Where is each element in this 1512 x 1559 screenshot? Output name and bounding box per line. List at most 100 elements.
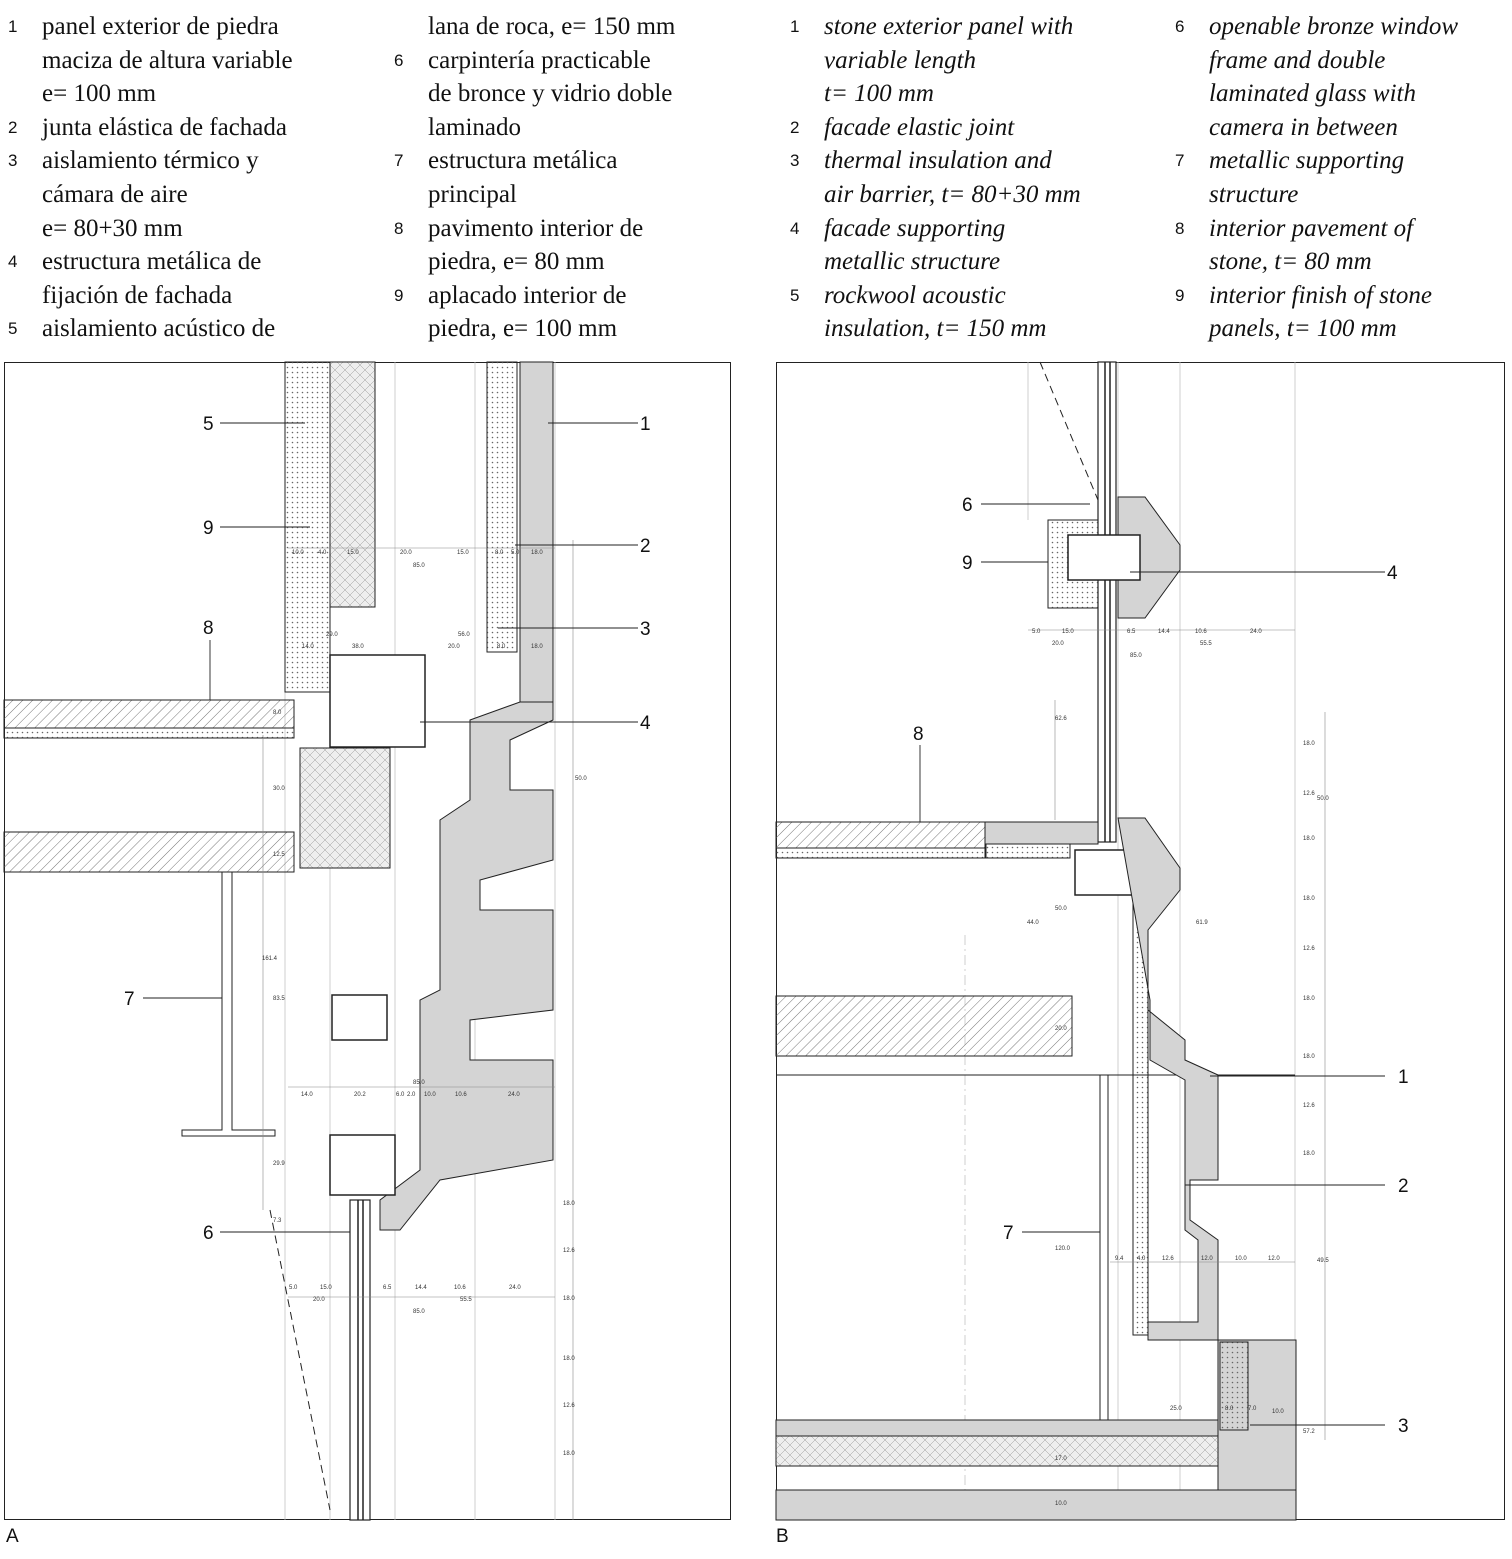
dimension-label: 18.0 [1303,1054,1315,1060]
dimension-label: 85.0 [413,1080,425,1086]
dimension-label: 24.0 [509,1285,521,1291]
callout-b-4: 4 [1387,563,1398,584]
dimension-label: 12.6 [1303,946,1315,952]
callout-b-1: 1 [1398,1067,1409,1088]
dimension-label: 55.5 [460,1297,472,1303]
callout-a-4: 4 [640,713,651,734]
legend-item-number: 1 [8,17,18,36]
dimension-label: 6.5 [383,1285,392,1291]
legend-item: 9 aplacado interior de piedra, e= 100 mm [394,279,734,346]
legend-item-number: 8 [394,218,404,238]
dimension-label: 50.0 [1317,796,1329,802]
legend-item-text: lana de roca, e= 150 mm [428,13,676,40]
dimension-label: 18.0 [531,550,543,556]
dimension-label: 85.0 [413,563,425,569]
dimension-label: 12.6 [563,1248,575,1254]
dimension-label: 10.0 [292,550,304,556]
dimension-label: 18.0 [531,644,543,650]
floor-pavement-a [3,699,295,729]
dimension-label: 8.0 [1225,1406,1234,1412]
dimension-label: 18.0 [563,1451,575,1457]
callout-a-9: 9 [203,518,214,539]
dimension-label: 10.0 [1235,1256,1247,1262]
legend-item-number: 6 [1175,17,1185,36]
legend-item-text: aislamiento térmico y cámara de aire e= … [42,147,259,242]
exterior-stone-top [519,361,554,703]
callouts-b: 6 9 8 7 4 1 2 3 [913,495,1409,1437]
dimension-label: 14.4 [1158,629,1170,635]
legend-item-text: pavimento interior de piedra, e= 80 mm [428,214,644,276]
legend-item-text: estructura metálica principal [428,147,618,208]
dimension-label: 29.9 [273,1161,285,1167]
dimension-label: 17.0 [1055,1456,1067,1462]
dimension-label: 18.0 [563,1356,575,1362]
dimension-label: 85.0 [1130,653,1142,659]
dimension-label: 18.0 [563,1296,575,1302]
legend-item-text: junta elástica de fachada [42,113,287,141]
leader-lines-a [143,422,638,1233]
dimension-label: 49.5 [1317,1258,1329,1264]
callout-b-3: 3 [1398,1416,1409,1437]
legend-item-text: aplacado interior de piedra, e= 100 mm [428,281,627,343]
dimension-label: 14.0 [302,644,314,650]
detail-a-drawing [3,361,638,1521]
legend-item-text: openable bronze window frame and double … [1209,13,1459,141]
legend-item-text: facade elastic joint [824,113,1015,141]
legend-item-number: 4 [8,252,18,272]
dimension-label: 12.0 [1201,1256,1213,1262]
dimension-label: 12.6 [1162,1256,1174,1262]
legend-item-number: 5 [790,285,800,305]
dimension-label: 20.0 [313,1297,325,1303]
dimension-label: 5.0 [1032,629,1041,635]
legend-item-text: panel exterior de piedra maciza de altur… [42,13,293,108]
dimension-label: 10.0 [1055,1501,1067,1507]
callout-a-8: 8 [203,618,214,639]
dimension-label: 50.0 [575,776,587,782]
stone-cap-upper-b [1117,496,1181,619]
callout-a-7: 7 [124,989,135,1010]
dimension-label: 4.0 [1137,1256,1146,1262]
dimension-label: 50.0 [1055,906,1067,912]
dimension-label: 10.6 [454,1285,466,1291]
dimension-label: 161.4 [262,956,278,962]
dimension-label: 57.2 [1303,1429,1315,1435]
legend-item-number: 9 [394,285,404,305]
dimension-label: 18.0 [1303,996,1315,1002]
dimension-label: 15.0 [320,1285,332,1291]
dimension-label: 10.0 [424,1092,436,1098]
dimension-label: 38.0 [352,644,364,650]
legend-english-column-2: 6 openable bronze window frame and double… [1175,10,1510,346]
legend-item-number: 2 [790,117,800,137]
exterior-stone-profile-b [1117,817,1219,1341]
callout-b-2: 2 [1398,1176,1409,1197]
window-frame-a [349,1199,371,1521]
thermal-insulation-top [486,361,518,653]
floor-slab-a [3,831,295,873]
dimension-label: 7.0 [1248,1406,1257,1412]
legend-item-text: rockwool acoustic insulation, t= 150 mm [824,281,1047,343]
dimension-label: 10.6 [1195,629,1207,635]
dimension-label: 8.0 [497,644,506,650]
window-frame-b [1097,361,1117,843]
callout-a-2: 2 [640,536,651,557]
legend-item: 6 openable bronze window frame and double… [1175,10,1510,144]
legend-item-text: stone exterior panel with variable lengt… [824,13,1074,108]
callout-a-3: 3 [640,619,651,640]
legend-spanish-column-1: 1 panel exterior de piedra maciza de altu… [8,10,378,346]
legend-item-text: interior finish of stone panels, t= 100 … [1209,281,1432,343]
dimension-label: 24.0 [1250,629,1262,635]
insulation-bottom-b [775,1435,1219,1467]
legend-item: 1 panel exterior de piedra maciza de altu… [8,10,378,111]
dimension-label: 25.0 [1170,1406,1182,1412]
dimension-label: 18.0 [1303,836,1315,842]
dimension-label: 4.0 [318,550,327,556]
legend-item: 2 facade elastic joint [790,111,1150,145]
